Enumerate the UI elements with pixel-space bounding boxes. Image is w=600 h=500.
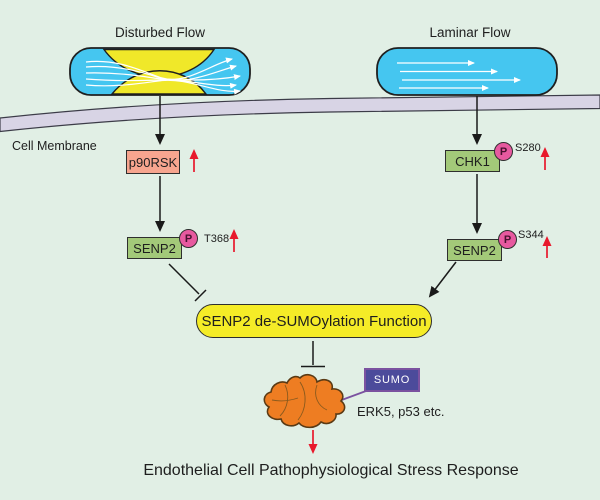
senp2-right-node: SENP2 [447, 239, 502, 261]
chk1-node: CHK1 [445, 150, 500, 172]
target-protein-blob [263, 373, 346, 429]
disturbed-flow-lines [85, 57, 241, 95]
cell-membrane-band [0, 94, 600, 133]
site-label-s280: S280 [515, 142, 541, 154]
laminar-flow-lines [397, 60, 521, 91]
site-label-t368: T368 [204, 233, 230, 245]
inhibition-senp2left-to-function [168, 263, 207, 302]
cell-membrane-label: Cell Membrane [12, 139, 97, 153]
senp2-left-node: SENP2 [127, 237, 182, 259]
targets-label: ERK5, p53 etc. [357, 404, 445, 419]
plaque-bottom [110, 70, 208, 95]
laminar-flow-vessel [376, 47, 558, 96]
site-label-s344: S344 [518, 229, 544, 241]
p90rsk-node: p90RSK [126, 150, 180, 174]
phospho-badge-s280: P [494, 142, 513, 161]
laminar-flow-label: Laminar Flow [429, 25, 511, 40]
phospho-badge-t368: P [179, 229, 198, 248]
outcome-label: Endothelial Cell Pathophysiological Stre… [143, 462, 519, 479]
arrow-senp2right-to-function [428, 261, 457, 298]
inhibition-function-to-targets [301, 341, 325, 368]
phospho-badge-s344: P [498, 230, 517, 249]
sumo-tag: SUMO [364, 368, 420, 392]
sumo-connector-line [338, 390, 367, 402]
disturbed-flow-label: Disturbed Flow [114, 25, 206, 40]
function-pill: SENP2 de-SUMOylation Function [196, 304, 432, 338]
disturbed-flow-vessel [69, 47, 251, 96]
